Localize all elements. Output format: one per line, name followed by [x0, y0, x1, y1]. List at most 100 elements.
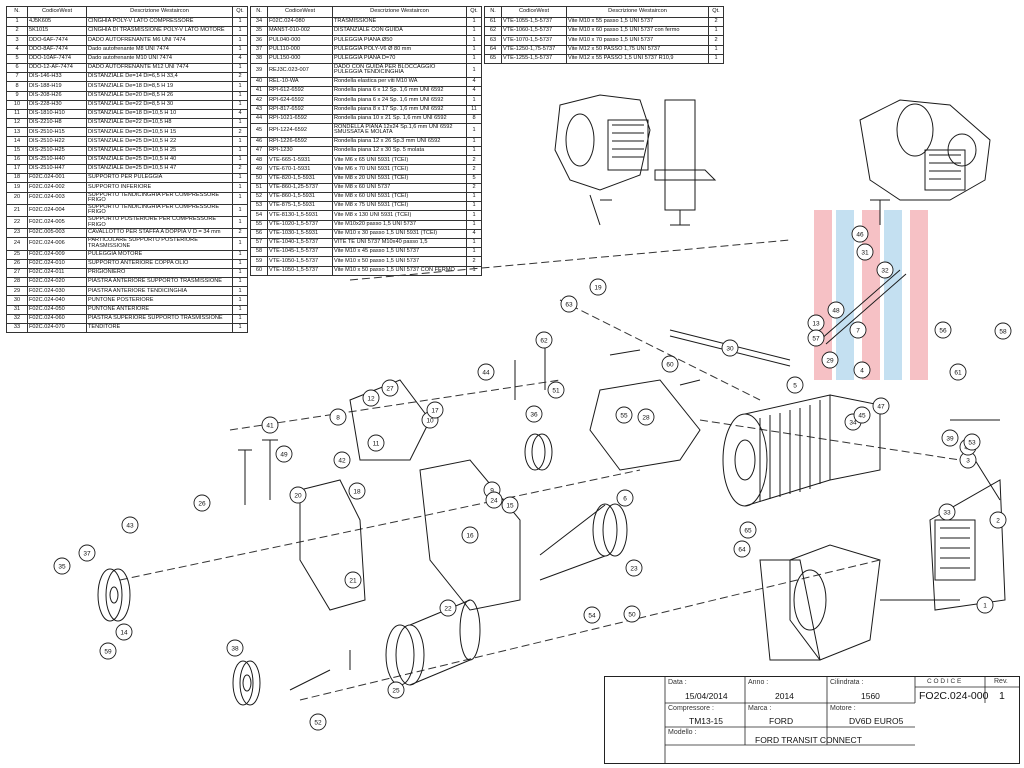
brand-label: Marca : [748, 705, 772, 712]
balloon-circle [121, 516, 139, 534]
balloon-circle [477, 363, 495, 381]
balloon-label: 6 [623, 495, 627, 502]
cell-qty: 2 [466, 182, 482, 194]
balloon-23: 23 [625, 559, 643, 577]
balloon-label: 8 [336, 414, 340, 421]
balloon-circle [661, 355, 679, 373]
assembled-view-center [654, 99, 717, 226]
balloon-circle [261, 416, 279, 434]
balloon-circle [309, 713, 327, 731]
balloon-label: 36 [530, 411, 538, 418]
balloon-31: 31 [856, 243, 874, 261]
balloon-5: 5 [786, 376, 804, 394]
balloon-circle [853, 361, 871, 379]
brand-value: FORD [769, 716, 794, 726]
balloon-label: 49 [280, 451, 288, 458]
cell-qty: 2 [466, 155, 482, 166]
balloon-circle [721, 339, 739, 357]
balloon-circle [583, 606, 601, 624]
title-block-grid [664, 677, 1019, 763]
belt-1 [929, 479, 1006, 611]
balloon-label: 38 [231, 645, 239, 652]
balloon-label: 39 [946, 435, 954, 442]
balloon-label: 54 [588, 612, 596, 619]
balloon-circle [637, 408, 655, 426]
balloon-label: 58 [999, 328, 1007, 335]
assembled-view-right [859, 99, 991, 201]
balloon-circle [426, 401, 444, 419]
balloon-circle [941, 429, 959, 447]
balloon-circle [461, 526, 479, 544]
balloon-label: 59 [104, 648, 112, 655]
balloon-circle [856, 243, 874, 261]
code-value: FO2C.024-000 [919, 690, 989, 702]
balloon-15: 15 [501, 496, 519, 514]
balloon-circle [560, 295, 578, 313]
balloon-label: 44 [482, 369, 490, 376]
cell-qty: 1 [232, 173, 248, 184]
balloon-53: 53 [963, 433, 981, 451]
balloon-60: 60 [661, 355, 679, 373]
balloon-46: 46 [851, 225, 869, 243]
balloon-circle [827, 301, 845, 319]
balloon-label: 24 [490, 497, 498, 504]
balloon-label: 50 [628, 611, 636, 618]
balloon-circle [934, 321, 952, 339]
assembled-view-left [554, 94, 651, 226]
balloon-circle [807, 329, 825, 347]
cell-qty: 2 [466, 164, 482, 175]
cell-qty: 1 [708, 53, 724, 64]
bracket-20 [299, 479, 366, 611]
cell-qty: 2 [232, 163, 248, 175]
engine-value: DV6D EURO5 [849, 716, 904, 726]
balloon-label: 17 [431, 407, 439, 414]
rev-label: Rev. [994, 678, 1008, 685]
balloon-circle [547, 381, 565, 399]
balloon-label: 18 [353, 488, 361, 495]
cell-qty: 5 [466, 173, 482, 184]
balloon-label: 7 [856, 327, 860, 334]
balloon-63: 63 [560, 295, 578, 313]
bolts [238, 199, 1001, 691]
rev-value: 1 [999, 690, 1005, 702]
balloon-circle [344, 571, 362, 589]
balloon-24: 24 [485, 491, 503, 509]
balloon-43: 43 [121, 516, 139, 534]
balloon-label: 60 [666, 361, 674, 368]
cell-qty: 1 [232, 182, 248, 193]
balloon-57: 57 [807, 329, 825, 347]
cell-qty: 1 [708, 44, 724, 55]
balloon-label: 22 [444, 605, 452, 612]
balloon-circle [851, 225, 869, 243]
balloon-label: 43 [126, 522, 134, 529]
balloon-label: 56 [939, 327, 947, 334]
year-label: Anno : [748, 679, 769, 686]
cell-qty: 1 [466, 237, 482, 249]
balloon-42: 42 [333, 451, 351, 469]
cell-qty: 2 [232, 127, 248, 138]
balloon-circle [949, 363, 967, 381]
balloon-circle [876, 261, 894, 279]
balloon-circle [739, 521, 757, 539]
pulley-38 [232, 660, 261, 706]
cell-qty: 1 [466, 146, 482, 157]
balloon-36: 36 [525, 405, 543, 423]
balloon-circle [616, 489, 634, 507]
balloon-51: 51 [547, 381, 565, 399]
balloon-label: 65 [744, 527, 752, 534]
